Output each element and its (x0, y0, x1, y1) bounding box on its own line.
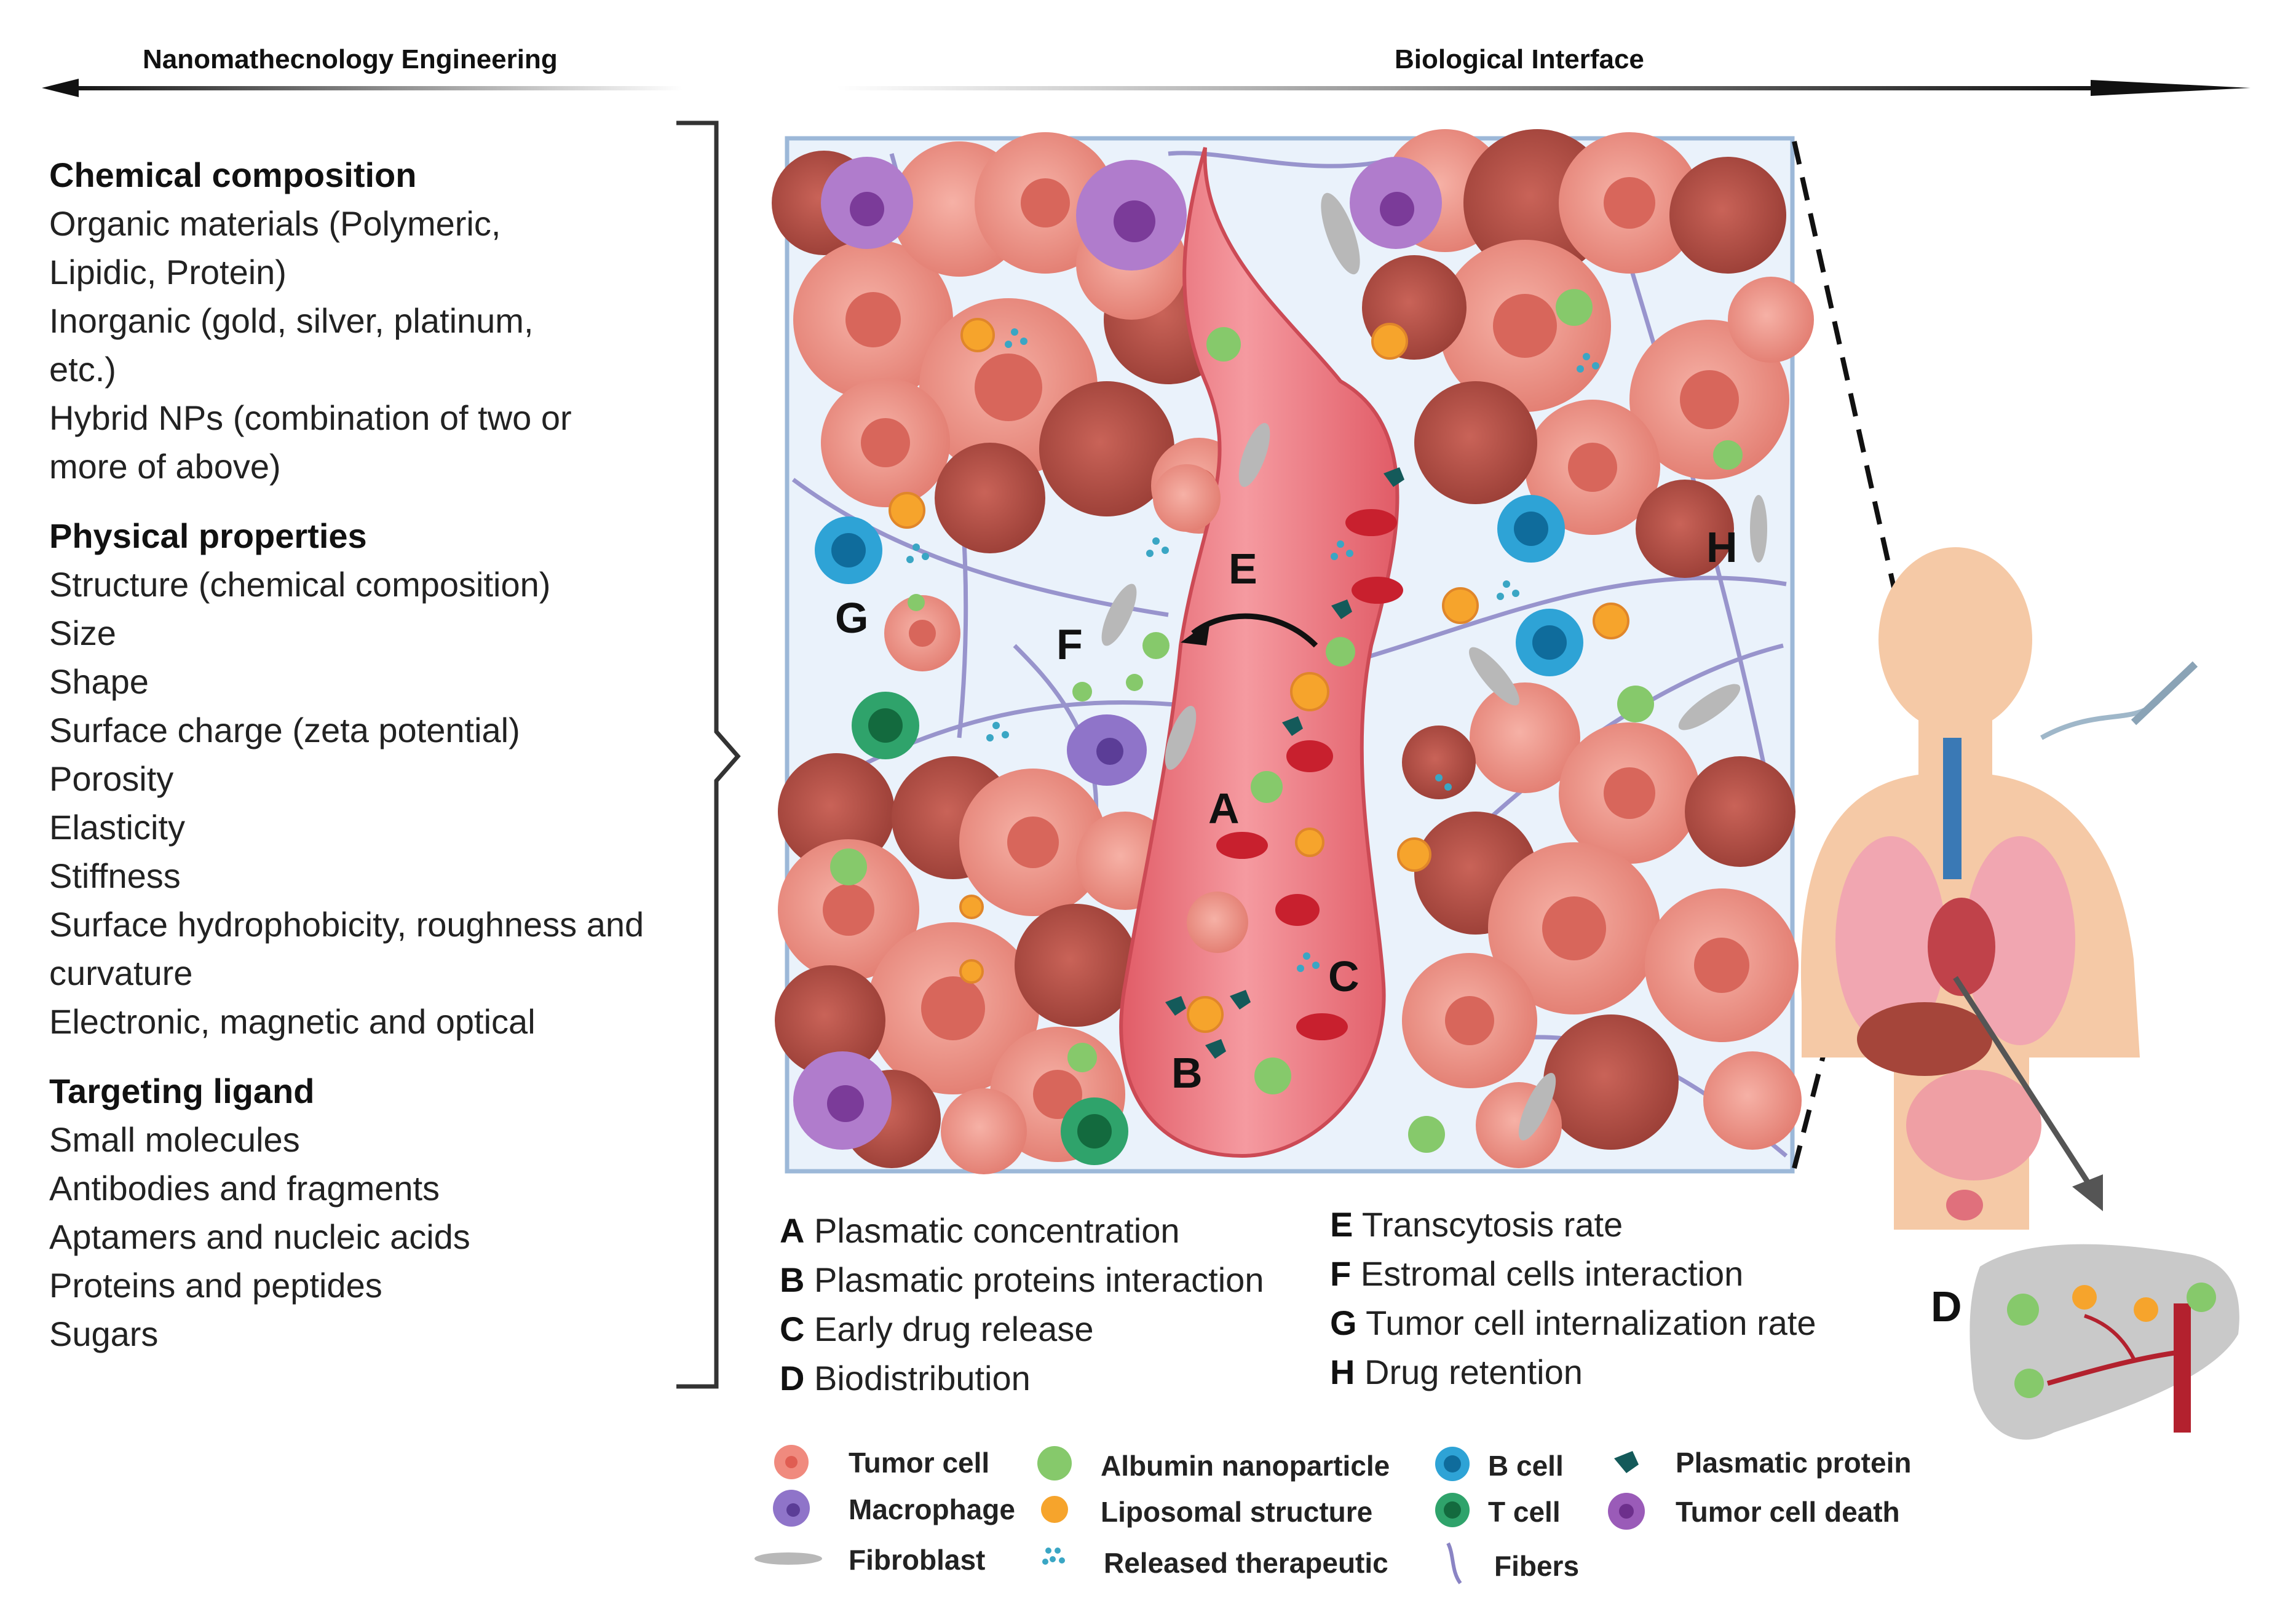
tumor-cluster-top-right (1362, 129, 1814, 578)
albumin-nanoparticles (830, 289, 1743, 1153)
fibroblasts (1101, 192, 1767, 1141)
scene-letter-g: G (835, 594, 869, 642)
zoom-lines (1792, 141, 1915, 1169)
legend-label-macrophage: Macrophage (849, 1493, 1015, 1525)
scene-letter-b: B (1171, 1049, 1203, 1097)
legend-label-tumor-cell-death: Tumor cell death (1676, 1496, 1900, 1528)
released-therapeutic (906, 328, 1599, 972)
scene-letter-h: H (1706, 523, 1738, 571)
list-item: Antibodies and fragments (49, 1169, 440, 1208)
key-list-column-1: A Plasmatic concentration B Plasmatic pr… (780, 1206, 1321, 1403)
list-item: Lipidic, Protein) (49, 253, 287, 291)
list-item: Stiffness (49, 856, 181, 895)
key-item-c: C Early drug release (780, 1310, 1094, 1348)
list-item: Surface charge (zeta potential) (49, 711, 520, 749)
tumor-cluster-bottom-left (775, 753, 1174, 1174)
legend-label-fibers: Fibers (1494, 1550, 1580, 1582)
t-cells (852, 692, 1128, 1165)
legend-label-plasmatic-protein: Plasmatic protein (1676, 1447, 1912, 1479)
list-item: Elasticity (49, 808, 185, 847)
liposomes (889, 318, 1629, 1033)
list-item: more of above) (49, 447, 281, 486)
list-item: Size (49, 614, 116, 652)
scene-letter-d: D (1931, 1283, 1962, 1330)
key-item-b: B Plasmatic proteins interaction (780, 1260, 1264, 1299)
scene-letter-f: F (1056, 620, 1083, 668)
list-item: Structure (chemical composition) (49, 565, 551, 604)
legend-label-tumor-cell: Tumor cell (849, 1447, 990, 1479)
legend-label-released-therapeutic: Released therapeutic (1104, 1547, 1388, 1579)
list-item: Electronic, magnetic and optical (49, 1002, 536, 1041)
list-item: etc.) (49, 350, 116, 389)
tumor-cell-death-cells (793, 157, 1442, 1150)
list-item: Organic materials (Polymeric, (49, 204, 501, 243)
legend-label-b-cell: B cell (1488, 1450, 1564, 1482)
key-item-f: F Estromal cells interaction (1330, 1254, 1744, 1293)
key-item-e: E Transcytosis rate (1330, 1205, 1623, 1244)
key-item-g: G Tumor cell internalization rate (1330, 1303, 1816, 1342)
list-item: Inorganic (gold, silver, platinum, (49, 301, 534, 340)
liver-figure (1969, 1244, 2239, 1440)
tumor-cluster-bottom-right (1402, 682, 1802, 1168)
legend-label-fibroblast: Fibroblast (849, 1544, 986, 1576)
legend-icons (754, 1445, 1645, 1584)
legend-label-albumin-nanoparticle: Albumin nanoparticle (1101, 1450, 1390, 1482)
legend-label-t-cell: T cell (1488, 1496, 1561, 1528)
header-right-title: Biological Interface (1395, 44, 1644, 74)
header-left-title: Nanomathecnology Engineering (143, 44, 558, 74)
section-title-targeting-ligand: Targeting ligand (49, 1072, 315, 1110)
list-item: Porosity (49, 759, 174, 798)
section-title-chemical-composition: Chemical composition (49, 156, 417, 194)
list-item: curvature (49, 954, 193, 992)
scene-letter-e: E (1229, 545, 1257, 593)
list-item: Shape (49, 662, 149, 701)
scene-letter-a: A (1208, 785, 1240, 832)
key-item-d: D Biodistribution (780, 1359, 1031, 1398)
tumor-microenvironment-panel (772, 129, 1814, 1174)
section-title-physical-properties: Physical properties (49, 516, 367, 555)
key-item-a: A Plasmatic concentration (780, 1211, 1180, 1250)
list-item: Surface hydrophobicity, roughness and (49, 905, 644, 944)
list-item: Aptamers and nucleic acids (49, 1217, 470, 1256)
header-left-arrow (42, 79, 683, 97)
key-item-h: H Drug retention (1330, 1353, 1583, 1391)
human-body-figure (1800, 547, 2198, 1230)
legend-label-liposomal-structure: Liposomal structure (1101, 1496, 1373, 1528)
list-item: Sugars (49, 1315, 159, 1353)
plasmatic-proteins (1165, 467, 1404, 1059)
b-cells (815, 495, 1583, 676)
list-item: Hybrid NPs (combination of two or (49, 398, 572, 437)
list-item: Proteins and peptides (49, 1266, 382, 1305)
red-blood-cells (1216, 509, 1403, 1040)
header-right-arrow (836, 80, 2250, 96)
key-list-column-2: E Transcytosis rate F Estromal cells int… (1330, 1200, 1883, 1397)
left-panel-brace (676, 121, 741, 1389)
list-item: Small molecules (49, 1120, 300, 1159)
scene-letter-c: C (1328, 952, 1360, 1000)
nanotechnology-properties-list: Chemical composition Organic materials (… (49, 151, 695, 1358)
